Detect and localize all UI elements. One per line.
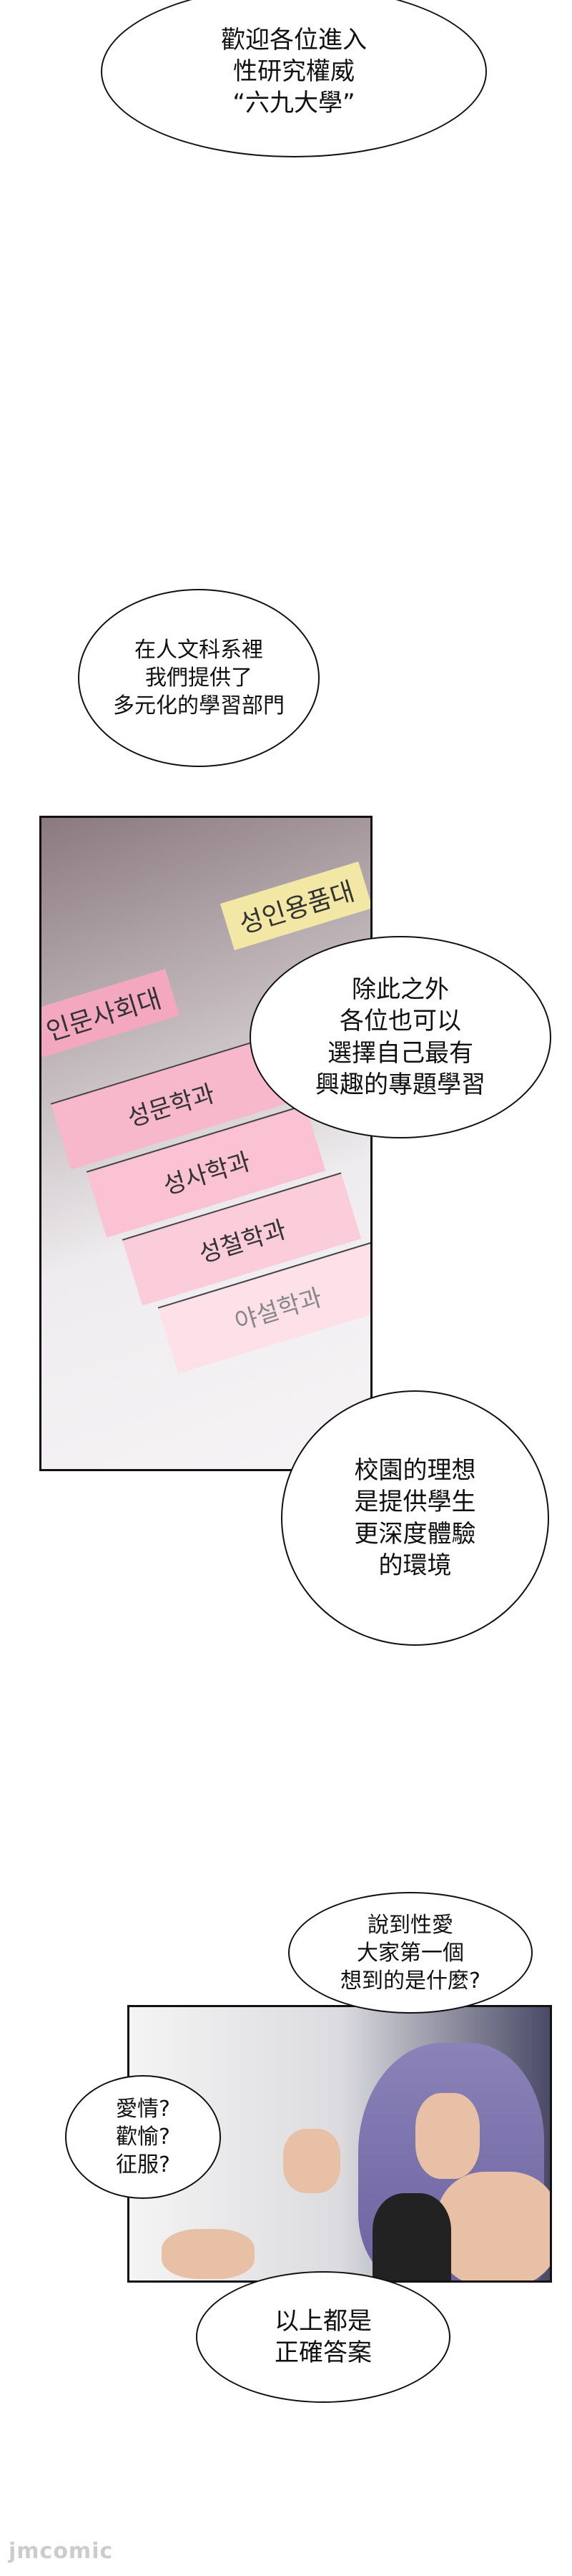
speech-bubble-campus-ideal: 校園的理想 是提供學生 更深度體驗 的環境 [281, 1390, 549, 1646]
speech-bubble-all-correct: 以上都是 正確答案 [196, 2271, 450, 2403]
bubble-line: 說到性愛 [368, 1912, 453, 1938]
bubble-line: 在人文科系裡 [134, 638, 263, 663]
character-hand [162, 2229, 255, 2279]
speech-bubble-humanities: 在人文科系裡 我們提供了 多元化的學習部門 [78, 589, 320, 767]
bubble-line: 興趣的專題學習 [315, 1070, 485, 1099]
bubble-line: 是提供學生 [354, 1488, 476, 1517]
bubble-line: 大家第一個 [357, 1940, 464, 1966]
tag-humanities: 인문사회대 [41, 969, 179, 1058]
character-fist [283, 2129, 340, 2193]
bubble-line: 征服? [116, 2152, 170, 2177]
watermark-logo: jmcomic [9, 2539, 114, 2564]
character-shoulder [437, 2172, 550, 2280]
bubble-line: 我們提供了 [145, 665, 252, 691]
tag-adult-goods: 성인용품대 [220, 862, 370, 951]
panel-department-chart: 성인용품대 인문사회대 성문학과 성사학과 성철학과 야설학과 [39, 816, 373, 1471]
bubble-line: “六九大學” [232, 89, 355, 118]
bubble-line: 愛情? [116, 2097, 170, 2122]
bubble-line: 選擇自己最有 [327, 1038, 473, 1068]
speech-bubble-answers: 愛情? 歡愉? 征服? [65, 2075, 221, 2199]
speech-bubble-question: 說到性愛 大家第一個 想到的是什麼? [288, 1892, 533, 2014]
bubble-line: 歡迎各位進入 [221, 25, 367, 54]
bubble-line: 歡愉? [116, 2124, 170, 2150]
bubble-line: 的環境 [378, 1551, 452, 1580]
character-top [373, 2193, 451, 2280]
bubble-line: 想到的是什麼? [340, 1968, 480, 1994]
panel-lecturer [127, 2005, 552, 2283]
bubble-line: 性研究權威 [233, 57, 355, 86]
bubble-line: 更深度體驗 [354, 1519, 476, 1548]
bubble-line: 除此之外 [352, 975, 449, 1005]
bubble-line: 以上都是 [275, 2306, 372, 2336]
bubble-line: 正確答案 [275, 2338, 372, 2367]
bubble-line: 各位也可以 [340, 1007, 461, 1036]
speech-bubble-besides: 除此之外 各位也可以 選擇自己最有 興趣的專題學習 [250, 936, 551, 1138]
character-face [415, 2093, 480, 2179]
bubble-line: 多元化的學習部門 [113, 693, 285, 718]
bubble-line: 校園的理想 [354, 1456, 476, 1485]
speech-bubble-welcome: 歡迎各位進入 性研究權威 “六九大學” [101, 0, 487, 157]
